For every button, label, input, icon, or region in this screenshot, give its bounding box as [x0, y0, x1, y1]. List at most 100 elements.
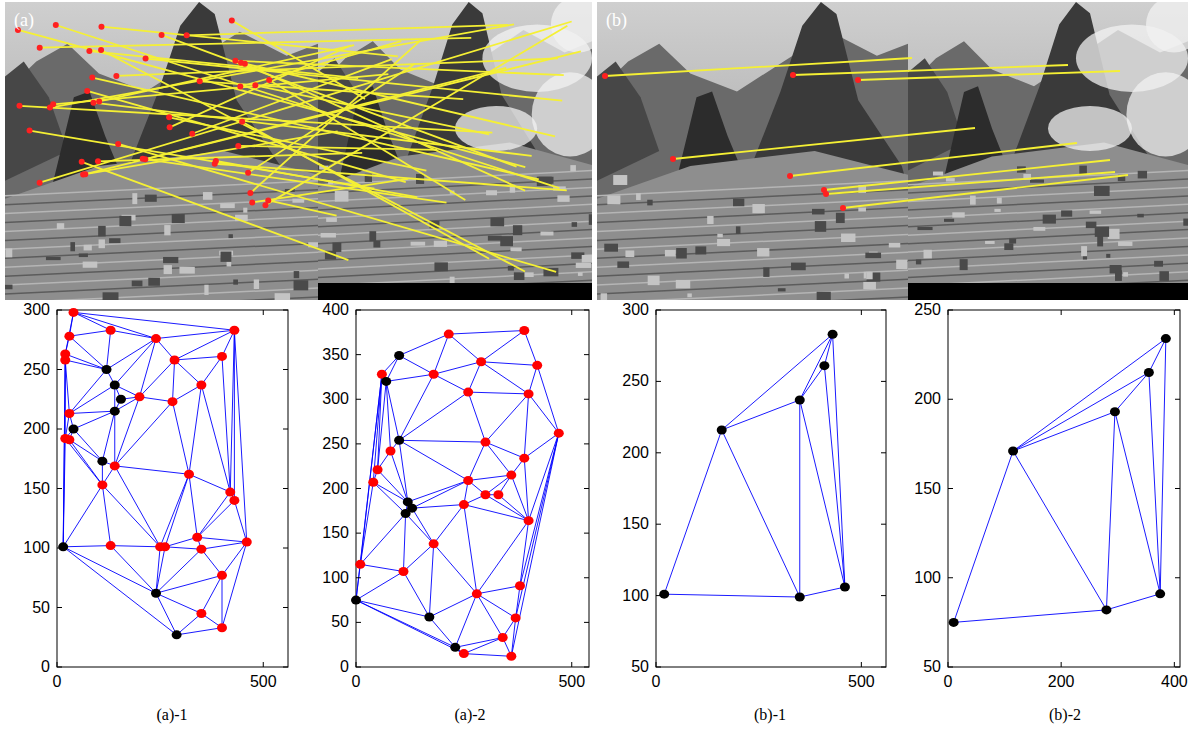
ruin-block [1138, 171, 1147, 179]
feature-point [394, 351, 404, 360]
tick-mark [57, 310, 62, 311]
feature-point [217, 623, 227, 632]
tick-mark [1175, 399, 1180, 400]
ruin-block [933, 172, 943, 176]
ruin-block [944, 219, 954, 222]
terrace [5, 279, 318, 294]
feature-point [135, 392, 145, 401]
feature-point [459, 500, 469, 509]
ruin-block [858, 208, 866, 212]
feature-point [511, 613, 521, 622]
keypoint [249, 199, 255, 205]
feature-point [524, 389, 534, 398]
axis-tick-label: 500 [250, 674, 277, 690]
ruin-block [1123, 272, 1128, 276]
feature-point [229, 496, 239, 505]
terrace [5, 261, 318, 276]
tick-mark [283, 429, 288, 430]
ruin-block [917, 227, 932, 230]
ruin-block [500, 236, 513, 246]
feature-point [196, 609, 206, 618]
keypoint [113, 73, 119, 79]
keypoint [47, 105, 53, 111]
axis-tick-label: 200 [622, 445, 649, 461]
ruin-block [294, 280, 309, 290]
match-line [232, 21, 365, 99]
tick-mark [356, 622, 361, 623]
feature-point [394, 436, 404, 445]
feature-point [192, 533, 202, 542]
tick-mark [57, 667, 62, 668]
terrace [908, 179, 1188, 193]
terrace [908, 196, 1188, 210]
ruin-block [791, 263, 806, 271]
tick-mark [356, 443, 361, 444]
cloud [1126, 72, 1188, 156]
ruin-block [889, 243, 900, 248]
feature-point [97, 480, 107, 489]
ruin-block [763, 267, 769, 276]
keypoint [245, 170, 251, 176]
feature-point [1101, 605, 1111, 614]
ruin-block [109, 238, 120, 243]
keypoint [232, 58, 238, 64]
feature-point [949, 618, 959, 627]
ruin-block [997, 198, 1002, 204]
feature-point [407, 504, 417, 513]
match-line [82, 162, 349, 260]
black-bar [318, 283, 592, 300]
feature-point [110, 461, 120, 470]
tick-mark [584, 533, 589, 534]
feature-point [424, 613, 434, 622]
terrace [908, 263, 1188, 277]
feature-point [1144, 368, 1154, 377]
terrace [597, 217, 908, 232]
feature-point [795, 395, 805, 404]
match-line [87, 91, 406, 182]
triangulation-mesh [356, 331, 559, 657]
feature-point [450, 643, 460, 652]
ruin-block [1137, 214, 1144, 218]
ruin-block [812, 209, 825, 215]
ruin-block [203, 192, 212, 200]
tick-mark [656, 662, 657, 667]
feature-point [398, 567, 408, 576]
match-line [50, 24, 514, 107]
tick-mark [283, 607, 288, 608]
feature-point [444, 330, 454, 339]
ruin-block [1033, 227, 1045, 231]
ruin-block [1108, 229, 1120, 239]
axis-tick-label: 50 [331, 614, 349, 630]
axis-tick-label: 100 [23, 540, 50, 556]
tick-mark [57, 607, 62, 608]
keypoint [37, 45, 43, 51]
plot [656, 310, 886, 667]
keypoint [115, 141, 121, 147]
keypoint [252, 82, 258, 88]
ruin-block [994, 209, 1000, 212]
ruin-block [648, 276, 660, 286]
ruin-block [172, 214, 185, 223]
ruin-block [164, 265, 172, 274]
axis-tick-label: 300 [23, 302, 50, 318]
feature-point [519, 326, 529, 335]
match-line [187, 25, 509, 35]
axis-tick-label: 500 [848, 674, 875, 690]
terrace [597, 279, 908, 294]
tick-mark [584, 622, 589, 623]
axis-tick-label: 100 [322, 570, 349, 586]
tick-mark [656, 310, 661, 311]
ruin-block [1090, 210, 1102, 213]
ruin-block [815, 221, 826, 232]
tick-mark [1174, 662, 1175, 667]
keypoint [16, 103, 22, 109]
ruins-plaza [597, 151, 908, 300]
tick-mark [356, 354, 361, 355]
tick-mark [356, 662, 357, 667]
ruin-block [5, 285, 12, 290]
keypoint [95, 158, 101, 164]
ruin-block [617, 261, 629, 267]
keypoint [37, 180, 43, 186]
tick-mark [263, 662, 264, 667]
